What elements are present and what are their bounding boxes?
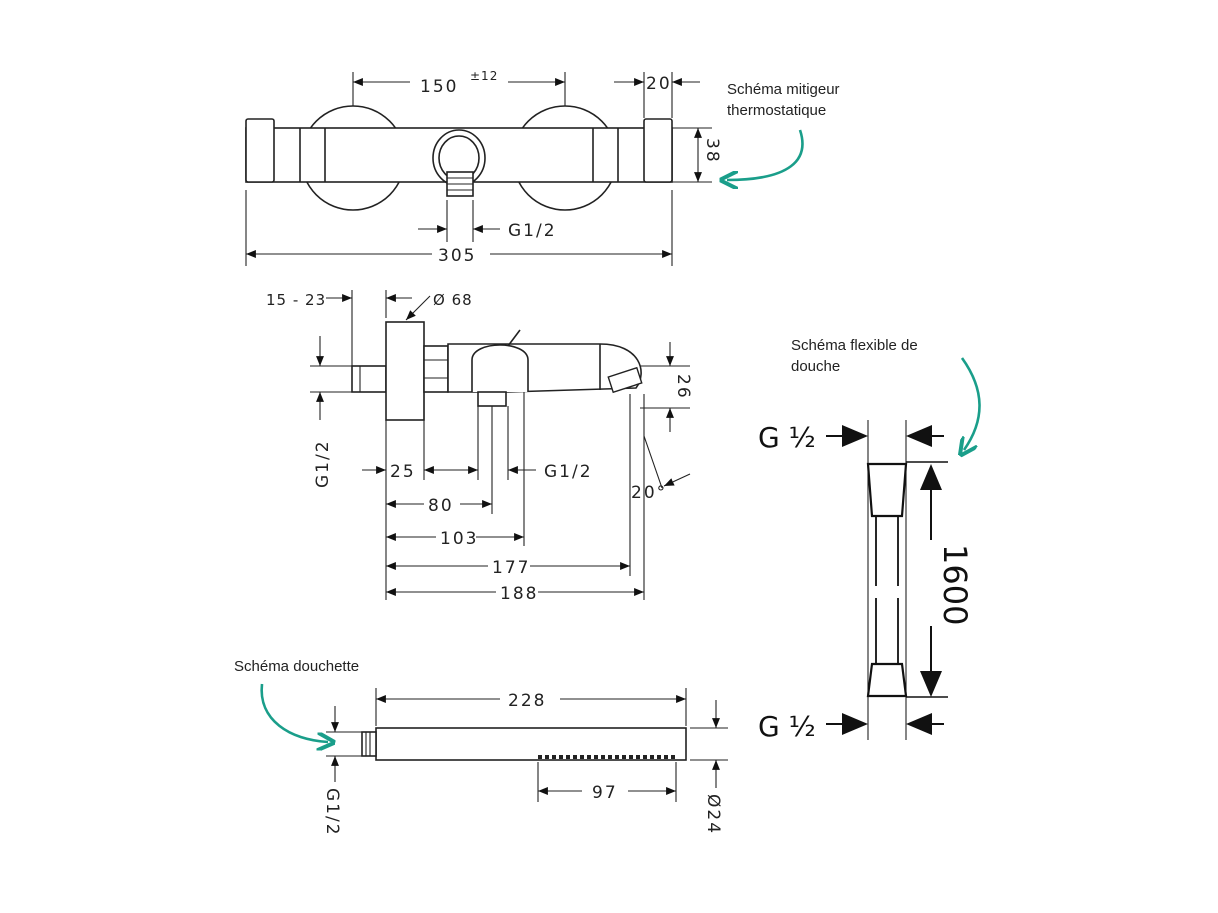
right-handle xyxy=(643,118,673,183)
side-nut xyxy=(423,345,449,393)
hose-g-top-label: G ½ xyxy=(758,421,816,454)
dim-g12-side-label: G1/2 xyxy=(544,462,593,482)
dim-150-tolerance: ±12 xyxy=(470,69,498,83)
aerator xyxy=(607,366,643,394)
wall-connector xyxy=(351,365,387,393)
side-rosette xyxy=(385,321,425,421)
hose-title-line1: Schéma flexible de xyxy=(791,337,918,354)
dim-26-label: 26 xyxy=(673,374,693,400)
mixer-title-line1: Schéma mitigeur xyxy=(727,81,840,98)
hose-annotation-arrow xyxy=(962,357,981,450)
handle-dome xyxy=(471,344,529,392)
handshower-view: Schéma douchette 228 97 G1/2 Ø24 xyxy=(234,658,728,837)
hose-bottom-fitting xyxy=(866,662,908,698)
dim-20deg-label: 20° xyxy=(631,483,667,503)
dim-97-label: 97 xyxy=(592,783,618,803)
left-handle xyxy=(245,118,275,183)
dim-15-23-label: 15 - 23 xyxy=(266,291,326,309)
hose-top-fitting xyxy=(866,462,908,518)
dim-38-label: 38 xyxy=(702,138,722,164)
dim-g12-vertical-label: G1/2 xyxy=(313,439,333,488)
handshower-connector xyxy=(361,731,377,757)
dim-g12-label: G1/2 xyxy=(508,221,557,241)
dim-d24-label: Ø24 xyxy=(703,794,723,835)
dim-80-label: 80 xyxy=(428,496,454,516)
hose-title-line2: douche xyxy=(791,358,840,375)
dim-103-label: 103 xyxy=(440,529,478,549)
dim-305-label: 305 xyxy=(438,246,476,266)
handshower-title: Schéma douchette xyxy=(234,658,359,675)
dim-25-label: 25 xyxy=(390,462,416,482)
dim-177-label: 177 xyxy=(492,558,530,578)
hose-view: Schéma flexible de douche G ½ G ½ 1600 xyxy=(758,337,981,743)
mixer-annotation-arrow xyxy=(727,129,804,180)
mixer-side-view: 15 - 23 Ø 68 G1/2 25 G1/2 26 20 xyxy=(266,290,693,604)
side-outlet xyxy=(477,391,507,407)
hose-g-bottom-label: G ½ xyxy=(758,710,816,743)
dim-20-label: 20 xyxy=(646,74,672,94)
dim-228-label: 228 xyxy=(508,691,546,711)
handshower-annotation-arrow xyxy=(260,683,328,742)
dim-handshower-g12-label: G1/2 xyxy=(322,788,342,837)
dim-188-label: 188 xyxy=(500,584,538,604)
hose-dim-1600-label: 1600 xyxy=(936,544,974,625)
dim-d68-label: Ø 68 xyxy=(433,291,473,309)
mixer-front-view: 150 ±12 20 38 G1/2 305 Schéma mitigeur t… xyxy=(245,69,840,266)
dim-150-label: 150 xyxy=(420,77,458,97)
mixer-title-line2: thermostatique xyxy=(727,102,826,119)
